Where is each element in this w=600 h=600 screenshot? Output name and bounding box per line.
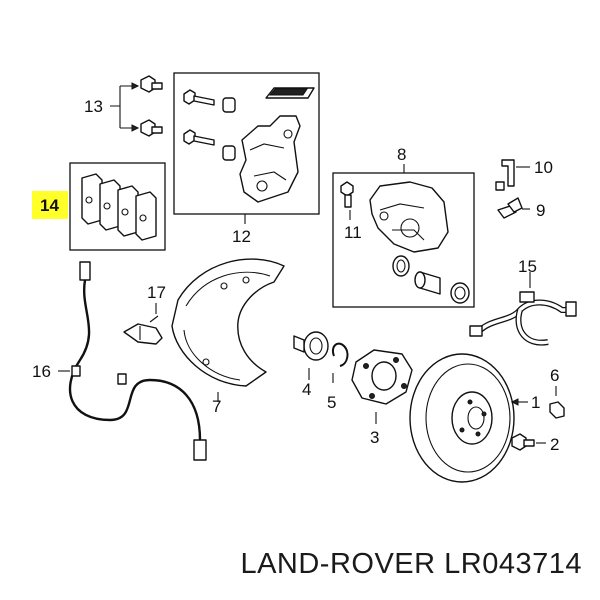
part-caption: LAND-ROVER LR043714 — [0, 548, 600, 592]
guide-pin-upper — [183, 89, 215, 106]
brake-hose-15 — [469, 291, 577, 346]
pin-boot-upper — [222, 97, 236, 113]
bolt-6 — [549, 401, 565, 419]
wheel-bearing-4 — [293, 331, 329, 361]
bolt-2 — [511, 433, 535, 451]
dust-shield-7 — [171, 258, 285, 387]
callout-15: 15 — [518, 257, 537, 276]
callout-16: 16 — [32, 362, 51, 381]
callout-5: 5 — [327, 393, 336, 412]
piston-boot — [450, 282, 470, 304]
bolt-13-upper — [140, 75, 163, 93]
bolt-13-lower — [140, 119, 163, 137]
callout-11: 11 — [344, 223, 362, 242]
circlip-5 — [332, 342, 349, 367]
callout-12: 12 — [232, 227, 251, 246]
brake-disc-1 — [409, 353, 515, 483]
callout-3: 3 — [370, 428, 379, 447]
brake-pads — [81, 173, 157, 241]
callout-2: 2 — [550, 435, 559, 454]
pads-frame — [69, 162, 166, 251]
guide-pin-lower — [183, 129, 215, 146]
callout-10: 10 — [534, 158, 553, 177]
callout-7: 7 — [212, 397, 221, 416]
bleed-nipple-9 — [497, 197, 523, 219]
piston — [414, 271, 441, 295]
sensor-bracket-17 — [123, 315, 163, 345]
piston-seal — [392, 255, 410, 277]
caliper-carrier — [239, 115, 301, 203]
abs-sensor-16 — [68, 261, 207, 461]
callout-4: 4 — [302, 380, 311, 399]
highlight-14 — [32, 191, 68, 219]
bleed-bolt-11 — [340, 181, 354, 208]
callout-8: 8 — [397, 145, 406, 164]
pin-boot-lower — [222, 145, 236, 161]
callout-13: 13 — [84, 97, 103, 116]
callout-9: 9 — [536, 201, 545, 220]
carrier-kit-frame — [173, 72, 320, 215]
part-number: LR043714 — [444, 548, 582, 580]
callout-17: 17 — [147, 283, 166, 302]
leader-13 — [110, 85, 138, 129]
wheel-hub-3 — [351, 349, 413, 405]
hose-bracket-10 — [495, 159, 515, 191]
callout-1: 1 — [531, 393, 540, 412]
shim-plate — [265, 87, 315, 99]
brake-caliper — [369, 181, 449, 253]
brand-name: LAND-ROVER — [240, 548, 436, 580]
callout-6: 6 — [550, 366, 559, 385]
callout-14: 14 — [40, 196, 59, 215]
